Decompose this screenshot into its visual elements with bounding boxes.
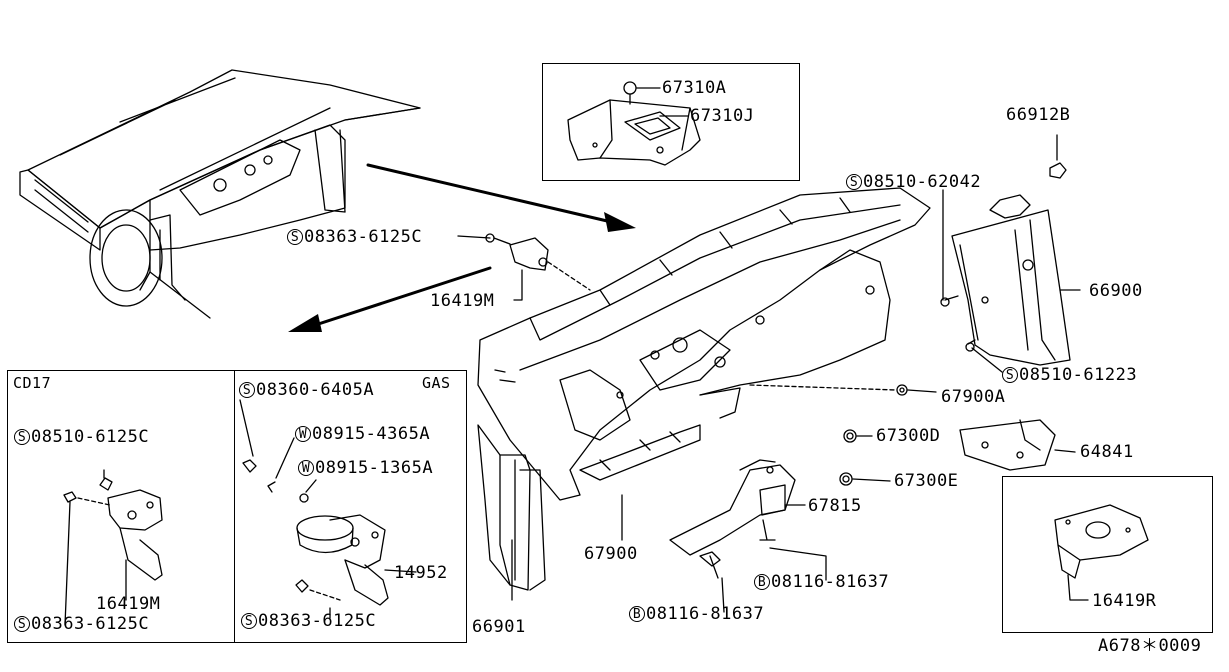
callout-14952: 14952 xyxy=(394,563,448,583)
clip-16419M xyxy=(485,233,549,271)
inset-divider xyxy=(234,370,236,643)
label-67310J: 67310J xyxy=(690,106,755,126)
callout-67900A: 67900A xyxy=(941,387,1006,407)
screw-symbol: S xyxy=(14,616,30,632)
callout-64841: 64841 xyxy=(1080,442,1134,462)
dash-panel-67900 xyxy=(477,187,931,501)
screw-symbol: S xyxy=(846,174,862,190)
inset-top-67310 xyxy=(542,63,800,181)
part-66901 xyxy=(477,424,546,591)
callout-67815: 67815 xyxy=(808,496,862,516)
inset-16419R-drawing xyxy=(1054,504,1149,601)
bolt-symbol: B xyxy=(754,574,770,590)
screw-symbol: S xyxy=(241,613,257,629)
bracket-64841 xyxy=(959,419,1076,471)
callout-67300E: 67300E xyxy=(894,471,959,491)
washer-symbol: W xyxy=(298,460,314,476)
inset-title-cd17: CD17 xyxy=(13,374,52,392)
label-67310A: 67310A xyxy=(662,78,727,98)
callout-66901: 66901 xyxy=(472,617,526,637)
callout-67300D: 67300D xyxy=(876,426,941,446)
inset-bottom-left xyxy=(7,370,467,643)
screw-symbol: S xyxy=(287,229,303,245)
callout-16419M: 16419M xyxy=(430,291,495,311)
inset-cd17-drawing xyxy=(63,469,163,626)
screw-symbol: S xyxy=(14,429,30,445)
callout-66900: 66900 xyxy=(1089,281,1143,301)
grommet-67900A xyxy=(749,384,937,396)
callout-67900: 67900 xyxy=(584,544,638,564)
inset-gas-drawing xyxy=(239,399,417,619)
inset-bottom-right xyxy=(1002,476,1213,633)
nut-66912B xyxy=(1049,134,1067,179)
callout-16419M-cd17: 16419M xyxy=(96,594,161,614)
diagram-id: A678＊0009 xyxy=(1098,636,1202,656)
part-66900 xyxy=(940,194,1071,366)
bolt-symbol: B xyxy=(629,606,645,622)
callout-66912B: 66912B xyxy=(1006,105,1071,125)
vehicle-overview-sketch xyxy=(19,69,421,319)
inset-title-gas: GAS xyxy=(422,374,451,392)
bracket-67815 xyxy=(669,459,827,613)
pointer-arrows xyxy=(298,163,622,332)
leader-lines xyxy=(457,189,1081,601)
washer-symbol: W xyxy=(295,426,311,442)
callout-16419R: 16419R xyxy=(1092,591,1157,611)
inset-67310-drawing xyxy=(567,81,701,166)
plugs-67300 xyxy=(839,429,891,486)
screw-symbol: S xyxy=(239,382,255,398)
screw-symbol: S xyxy=(1002,367,1018,383)
